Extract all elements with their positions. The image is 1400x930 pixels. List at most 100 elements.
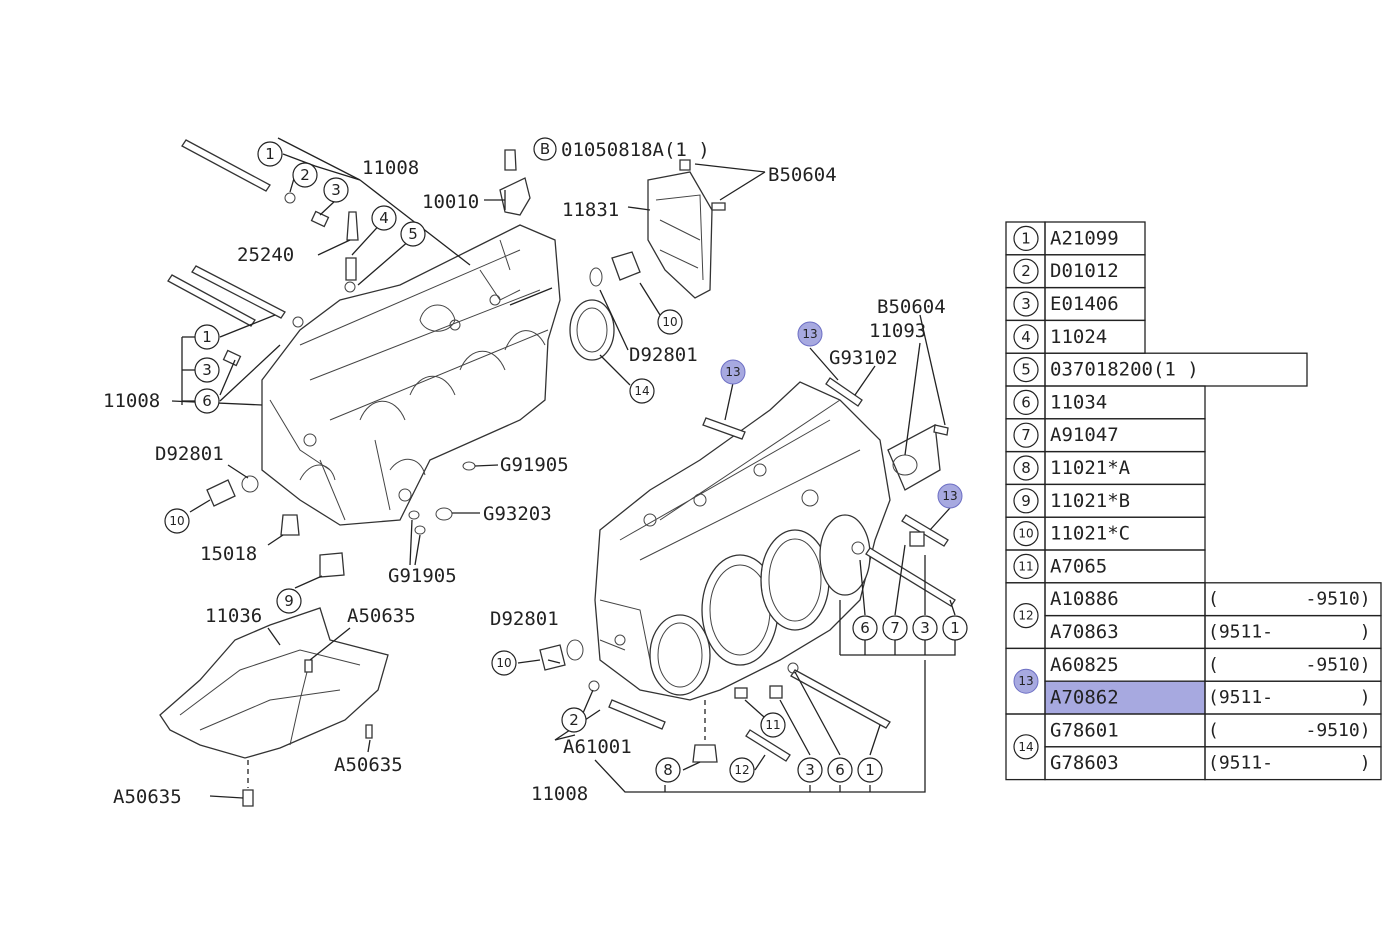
callout-B: B — [533, 137, 557, 161]
table-part-number: 11021*B — [1050, 490, 1130, 512]
table-ref-marker — [1013, 602, 1039, 629]
svg-text:3: 3 — [805, 761, 815, 779]
table-ref-marker — [1013, 357, 1039, 383]
callout-7-right: 7 — [882, 615, 908, 641]
bolt-1-top — [181, 139, 271, 192]
svg-text:13: 13 — [725, 365, 740, 379]
label-11008-left: 11008 — [103, 390, 160, 412]
label-a50635-a: A50635 — [347, 605, 416, 627]
label-a50635-c: A50635 — [113, 786, 182, 808]
svg-text:9: 9 — [284, 592, 294, 610]
callout-9: 9 — [276, 588, 302, 614]
table-part-number: 037018200(1 ) — [1050, 359, 1199, 381]
table-ref-marker — [1013, 553, 1039, 580]
table-part-number: 11021*A — [1050, 457, 1131, 479]
table-part-number: E01406 — [1050, 293, 1119, 315]
callout-8-bottom: 8 — [655, 757, 681, 783]
svg-text:1: 1 — [202, 328, 212, 346]
label-g91905-b: G91905 — [388, 565, 457, 587]
bolt-1-left-b — [191, 265, 286, 319]
svg-text:13: 13 — [942, 489, 957, 503]
label-11093: 11093 — [869, 320, 926, 342]
svg-text:3: 3 — [331, 181, 341, 199]
svg-text:4: 4 — [379, 209, 389, 227]
table-ref-number: 5 — [1021, 361, 1031, 379]
label-15018: 15018 — [200, 543, 257, 565]
label-g91905-a: G91905 — [500, 454, 569, 476]
table-part-number: A70863 — [1050, 621, 1119, 643]
callout-3-left: 3 — [194, 357, 220, 383]
table-ref-marker — [1013, 455, 1039, 481]
callout-13-a: 13 — [797, 321, 823, 347]
callout-2-top: 2 — [292, 162, 318, 188]
label-g93102: G93102 — [829, 347, 898, 369]
svg-text:11: 11 — [765, 718, 780, 732]
label-11008-top: 11008 — [362, 157, 419, 179]
svg-text:7: 7 — [890, 619, 900, 637]
callout-12-bottom: 12 — [729, 757, 755, 783]
table-ref-number: 3 — [1021, 295, 1031, 313]
label-d92801-mid: D92801 — [629, 344, 698, 366]
callout-markers: 1 2 3 4 5 B 10 14 1 3 6 10 9 13 13 13 6 … — [164, 137, 968, 783]
table-ref-number: 10 — [1018, 527, 1033, 541]
callout-1-left: 1 — [194, 324, 220, 350]
callout-13-b: 13 — [720, 359, 746, 385]
label-d92801-left: D92801 — [155, 443, 224, 465]
label-25240: 25240 — [237, 244, 294, 266]
callout-5-top: 5 — [400, 221, 426, 247]
callout-11-bottom: 11 — [760, 712, 786, 738]
table-part-number: 11021*C — [1050, 523, 1130, 545]
right-crankcase-half — [539, 377, 956, 763]
svg-text:10: 10 — [169, 514, 184, 528]
table-date-range: ( -9510) — [1208, 589, 1371, 610]
svg-text:12: 12 — [734, 763, 749, 777]
label-g93203: G93203 — [483, 503, 552, 525]
table-ref-marker — [1013, 291, 1039, 317]
table-ref-number: 11 — [1018, 559, 1033, 573]
callout-10-left: 10 — [164, 508, 190, 534]
table-ref-marker — [1013, 389, 1039, 415]
table-part-number: G78603 — [1050, 752, 1119, 774]
table-ref-number: 2 — [1021, 262, 1031, 280]
table-ref-marker — [1013, 734, 1039, 760]
table-ref-marker — [1013, 225, 1039, 251]
table-ref-number: 7 — [1021, 426, 1031, 444]
svg-text:13: 13 — [802, 327, 817, 341]
table-part-number: A21099 — [1050, 227, 1119, 249]
table-part-number: A10886 — [1050, 588, 1119, 610]
svg-text:6: 6 — [860, 619, 870, 637]
svg-text:1: 1 — [865, 761, 875, 779]
table-ref-number: 14 — [1018, 740, 1033, 754]
table-ref-number: 9 — [1021, 492, 1031, 510]
table-date-range: ( -9510) — [1208, 720, 1371, 741]
label-b50604-right: B50604 — [877, 296, 946, 318]
callout-6-bottom: 6 — [827, 757, 853, 783]
label-10010: 10010 — [422, 191, 479, 213]
svg-text:2: 2 — [569, 711, 579, 729]
table-date-range: ( -9510) — [1208, 654, 1371, 675]
table-part-number: A70862 — [1050, 687, 1119, 709]
callout-6-left: 6 — [194, 388, 220, 414]
table-ref-number: 13 — [1018, 674, 1033, 688]
svg-text:3: 3 — [920, 619, 930, 637]
table-part-number: G78601 — [1050, 719, 1119, 741]
callout-6-right: 6 — [852, 615, 878, 641]
table-ref-marker — [1013, 488, 1039, 514]
svg-text:14: 14 — [634, 384, 649, 398]
label-11008-bottom: 11008 — [531, 783, 588, 805]
bolt-1-left-a — [167, 274, 256, 327]
callout-4-top: 4 — [371, 205, 397, 231]
table-part-number: A60825 — [1050, 654, 1119, 676]
left-crankcase-half — [159, 139, 726, 807]
label-d92801-bottom: D92801 — [490, 608, 559, 630]
label-b50604-top: B50604 — [768, 164, 837, 186]
table-ref-number: 6 — [1021, 393, 1031, 411]
callout-14-top: 14 — [629, 378, 655, 404]
callout-13-c: 13 — [937, 483, 963, 509]
part-number-labels: 11008 10010 25240 01050818A(1 ) B50604 1… — [103, 139, 946, 808]
callout-3-top: 3 — [323, 177, 349, 203]
svg-text:B: B — [540, 140, 550, 158]
callout-3-bottom: 3 — [797, 757, 823, 783]
